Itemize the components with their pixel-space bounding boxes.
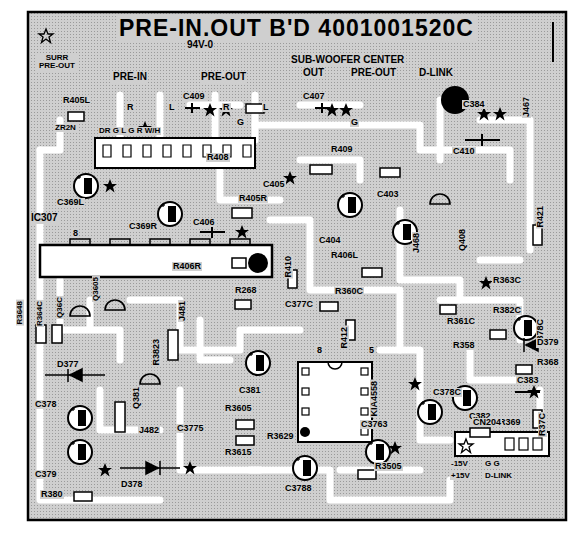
silkscreen-label: R3629 [266,432,295,441]
silkscreen-label: -15V [450,460,469,468]
silkscreen-label: R361C [446,317,476,326]
silkscreen-label: 8 [72,229,79,238]
silkscreen-label: D378 [120,480,144,489]
silkscreen-label: C407 [302,92,326,101]
silkscreen-label: R409 [330,145,354,154]
silkscreen-label: J482 [138,426,160,435]
silkscreen-label: D377 [56,360,80,369]
silkscreen-label: R3648 [16,300,24,326]
silkscreen-label: R37C [538,412,547,437]
silkscreen-label: C378C [432,388,462,397]
board-title: PRE-IN.OUT B'D 4001001520C [116,16,477,41]
silkscreen-label: Q381 [132,386,141,410]
silkscreen-label: R3615 [224,448,253,457]
silkscreen-label: PRE-IN [112,72,148,83]
silkscreen-label: R380 [40,490,64,499]
silkscreen-label: R3823 [152,338,161,367]
silkscreen-label: C3763 [360,420,389,429]
silkscreen-label: +15V [450,472,471,480]
silkscreen-label: C406 [192,218,216,227]
silkscreen-label: D-LINK [484,472,513,480]
silkscreen-label: R406L [330,251,359,260]
silkscreen-label: PRE-OUT [200,72,247,83]
silkscreen-label: J468 [412,232,421,254]
silkscreen-label: D379 [536,338,560,347]
silkscreen-label: DR G L G R W/H [98,127,161,135]
silkscreen-label: J467 [522,96,531,118]
silkscreen-label: G [350,118,359,127]
silkscreen-label: C379 [34,470,58,479]
silkscreen-label: C405 [262,180,286,189]
silkscreen-label: G [236,118,245,127]
silkscreen-label: G G [484,460,501,468]
silkscreen-label: C378 [34,400,58,409]
silkscreen-label: L [168,103,176,112]
silkscreen-label: D-LINK [418,68,454,79]
silkscreen-label: Q408 [458,228,467,252]
silkscreen-label: KIA4558 [370,380,379,418]
silkscreen-label: R360C [334,287,364,296]
silkscreen-label: J481 [178,300,187,322]
silkscreen-label: R382C [492,306,522,315]
silkscreen-label: C3775 [176,424,205,433]
silkscreen-label: Q36C [56,296,64,319]
silkscreen-label: 8 [316,346,323,355]
silkscreen-label: R405R [238,194,268,203]
silkscreen-label: C3788 [284,484,313,493]
silkscreen-label: R408 [206,153,230,162]
silkscreen-label: ZR2N [54,124,77,132]
silkscreen-label: C377C [284,300,314,309]
silkscreen-label: R3605 [224,404,253,413]
silkscreen-label: OUT [302,68,325,79]
silkscreen-label: C403 [376,190,400,199]
silkscreen-label: 94V-0 [186,40,214,51]
silkscreen-label: C404 [318,236,342,245]
silkscreen-label: R410 [284,255,293,279]
silkscreen-label: R412 [340,326,349,350]
silkscreen-label: R363C [492,276,522,285]
silkscreen-label: Q3605 [92,276,100,302]
silkscreen-label: R268 [234,286,258,295]
silkscreen-label: R358 [452,341,476,350]
silkscreen-label: C369R [128,222,158,231]
silkscreen-label: C383 [516,376,540,385]
silkscreen-label: C409 [182,92,206,101]
silkscreen-label: SUB-WOOFER CENTER [290,55,405,66]
silkscreen-label: R405L [62,96,91,105]
silkscreen-label: C369L [56,198,85,207]
silkscreen-label: R [222,103,231,112]
silkscreen-label: CN204 [472,418,502,427]
silkscreen-label: IC307 [30,213,59,224]
silkscreen-label: R406R [172,262,202,271]
silkscreen-label: 5 [368,346,375,355]
silkscreen-label: PRE-OUT [350,68,397,79]
silkscreen-label: R [126,103,135,112]
silkscreen-label: R368 [536,358,560,367]
silkscreen-label: C410 [452,147,476,156]
silkscreen-label: C381 [238,386,262,395]
silkscreen-label: C384 [462,100,486,109]
silkscreen-label: R3505 [374,462,403,471]
silkscreen-label: R364C [36,300,44,327]
silkscreen-label: L [262,103,270,112]
silkscreen-label: R421 [536,205,545,229]
silkscreen-label: SURR PRE-OUT [36,54,78,71]
